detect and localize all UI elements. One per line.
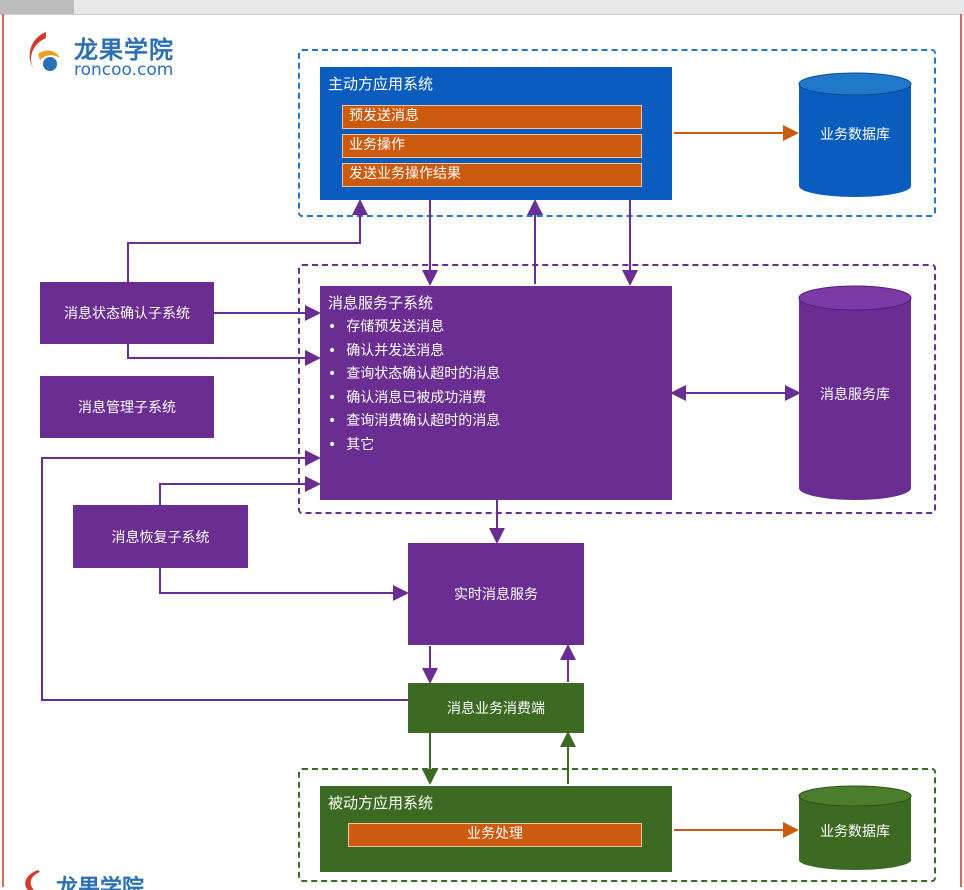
arrow-recovery-to-msg	[159, 476, 321, 505]
logo-domain: roncoo.com	[74, 60, 174, 80]
consumer-box: 消息业务消费端	[408, 683, 584, 733]
passive-title: 被动方应用系统	[328, 794, 434, 812]
realtime-message-service-box: 实时消息服务	[408, 543, 584, 645]
arrow-status-to-msg-2	[127, 344, 321, 366]
roncoo-logo: 龙果学院 roncoo.com	[16, 24, 206, 84]
slide-frame	[2, 14, 962, 887]
status-confirm-subsystem-box: 消息状态确认子系统	[40, 282, 214, 344]
logo-brand-name: 龙果学院	[74, 36, 174, 64]
msg-service-function-list: 存储预发送消息 确认并发送消息 查询状态确认超时的消息 确认消息已被成功消费 查…	[328, 316, 500, 457]
initiator-title: 主动方应用系统	[328, 75, 434, 93]
msg-service-title: 消息服务子系统	[328, 294, 434, 312]
roncoo-logo-bottom: 龙果学院	[16, 868, 206, 890]
initiator-db-cylinder	[798, 72, 912, 197]
recovery-subsystem-box: 消息恢复子系统	[73, 505, 248, 568]
passive-app-box: 被动方应用系统 业务处理	[320, 786, 672, 872]
msg-service-item-4: 确认消息已被成功消费	[328, 387, 500, 411]
top-toolbar-strip	[0, 0, 964, 15]
toolbar-left-block	[0, 0, 74, 14]
logo-bottom-brand-name: 龙果学院	[56, 876, 145, 890]
initiator-step-1: 预发送消息	[342, 105, 642, 129]
initiator-group-border	[298, 49, 936, 217]
msg-service-item-3: 查询状态确认超时的消息	[328, 363, 500, 387]
roncoo-logo-bottom-icon	[25, 870, 40, 890]
passive-step-business-processing: 业务处理	[348, 823, 642, 847]
msg-service-box: 消息服务子系统 存储预发送消息 确认并发送消息 查询状态确认超时的消息 确认消息…	[320, 286, 672, 500]
msg-db-label: 消息服务库	[820, 387, 890, 403]
msg-service-item-5: 查询消费确认超时的消息	[328, 410, 500, 434]
initiator-db-label: 业务数据库	[820, 127, 890, 143]
roncoo-logo-icon	[29, 32, 60, 72]
passive-db-cylinder	[798, 785, 912, 870]
arrow-consumer-to-msg	[41, 450, 408, 701]
msg-service-item-6: 其它	[328, 434, 500, 458]
msg-service-group-border	[298, 264, 936, 514]
passive-db-label: 业务数据库	[820, 824, 890, 840]
passive-group-border	[298, 768, 936, 882]
initiator-app-box: 主动方应用系统 预发送消息 业务操作 发送业务操作结果	[320, 67, 672, 200]
arrow-recovery-to-realtime	[159, 568, 409, 601]
management-subsystem-box: 消息管理子系统	[40, 376, 214, 438]
arrow-status-to-initiator	[127, 199, 368, 282]
initiator-step-3: 发送业务操作结果	[342, 163, 642, 187]
msg-service-item-2: 确认并发送消息	[328, 340, 500, 364]
msg-service-item-1: 存储预发送消息	[328, 316, 500, 340]
msg-db-cylinder	[798, 285, 912, 500]
initiator-step-2: 业务操作	[342, 134, 642, 158]
